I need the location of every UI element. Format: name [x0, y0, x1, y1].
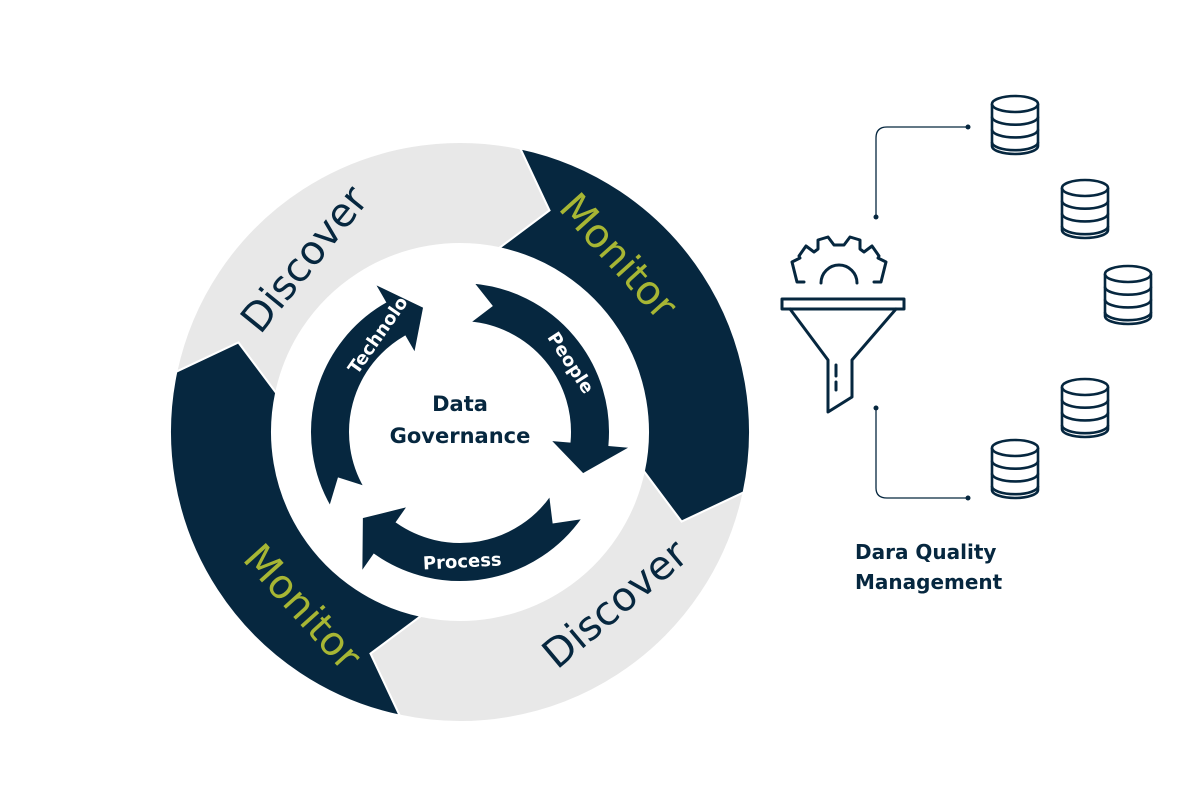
outer-segment-3: [369, 468, 746, 723]
center-title-line1: Data: [432, 392, 488, 416]
database-icon: [1103, 264, 1153, 326]
connector-dot: [965, 124, 971, 130]
outer-segment-4: [169, 341, 424, 718]
connector-bottom: [875, 408, 968, 499]
funnel-body: [788, 307, 898, 414]
database-group: [990, 94, 1153, 500]
funnel-rim: [780, 297, 906, 311]
connector-dot: [873, 405, 879, 411]
connector-dot: [965, 495, 971, 501]
connector-dot: [873, 214, 879, 220]
outer-segment-2: [496, 146, 751, 523]
inner-arrow-label: Process: [422, 549, 502, 574]
center-title-line2: Governance: [390, 424, 531, 448]
gear-outline: [790, 235, 888, 284]
inner-arrow-2: [466, 281, 635, 476]
connector-lines: [873, 124, 971, 501]
dqm-caption-line2: Management: [855, 570, 1003, 594]
database-icon: [990, 438, 1040, 500]
inner-arrow-1: [309, 280, 426, 510]
dqm-caption: Dara Quality Management: [855, 537, 1115, 597]
gear-funnel-icon: [780, 235, 906, 414]
outer-segment-1: [174, 141, 551, 396]
inner-arrow-3: [360, 492, 586, 583]
connector-top: [875, 126, 968, 217]
gear-inner-arc: [819, 263, 859, 285]
dqm-caption-line1: Dara Quality: [855, 540, 997, 564]
database-icon: [1060, 178, 1110, 240]
database-icon: [1060, 377, 1110, 439]
database-icon: [990, 94, 1040, 156]
